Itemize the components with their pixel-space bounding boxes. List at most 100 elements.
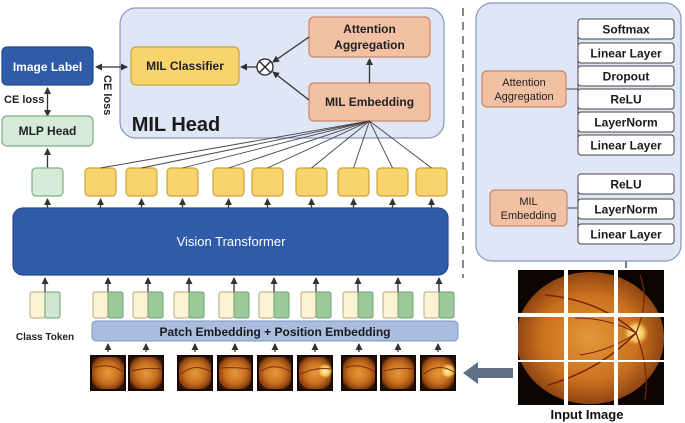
vessel-line — [344, 365, 376, 373]
mlp-head-box — [1, 115, 94, 147]
vessel-line — [423, 367, 455, 375]
attention-layer-label: ReLU — [610, 93, 641, 107]
detail-attention-label-line1: Attention — [502, 77, 545, 89]
position-embedding-token — [423, 291, 440, 319]
position-embedding-token — [382, 291, 399, 319]
vessel-line — [131, 367, 163, 372]
patch-tile-image — [343, 357, 375, 389]
mil-head-title: MIL Head — [132, 114, 221, 136]
input-embedding-tokens — [29, 277, 455, 319]
detail-attention-box — [481, 70, 567, 108]
vessel-line — [547, 332, 637, 386]
patch-embedding-label: Patch Embedding + Position Embedding — [159, 325, 390, 339]
position-embedding-token — [218, 291, 235, 319]
patch-embedding-token — [397, 291, 414, 319]
attention-layer-label: Linear Layer — [590, 139, 662, 153]
patch-output-token — [337, 167, 370, 197]
fundus — [518, 272, 664, 404]
patch-tile-image — [130, 357, 162, 389]
optic-disc — [440, 363, 456, 379]
vessel-line — [544, 294, 637, 334]
patch-tile-image — [259, 357, 291, 389]
detail-embedding-label-line1: MIL — [519, 196, 537, 208]
position-embedding-token — [132, 291, 149, 319]
vessel-line — [383, 367, 415, 372]
position-embedding-token — [92, 291, 109, 319]
attention-layer-label: Linear Layer — [590, 47, 662, 61]
patch-embedding-token — [107, 291, 124, 319]
detail-embedding-label-line2: Embedding — [501, 210, 557, 222]
fan-line — [311, 120, 370, 169]
detail-embedding-box — [489, 189, 568, 227]
token-to-embedding-lines — [100, 120, 432, 169]
vessel-line — [260, 366, 292, 373]
position-embedding-token — [173, 291, 190, 319]
attention-aggregation-label-line1: Attention — [343, 22, 396, 36]
vision-transformer-label: Vision Transformer — [177, 234, 287, 249]
patch-output-token — [212, 167, 245, 197]
attention-layer-label: Dropout — [603, 70, 650, 84]
input-to-patches-arrow — [463, 362, 513, 384]
input-fundus-image — [518, 270, 664, 405]
vessel-line — [579, 332, 637, 356]
image-label-text: Image Label — [13, 60, 82, 74]
vessel-line — [220, 367, 252, 370]
attention-aggregation-label-line2: Aggregation — [334, 38, 405, 52]
input-image-label: Input Image — [551, 407, 624, 422]
fan-line — [267, 120, 370, 169]
fan-line — [369, 120, 432, 169]
patch-image-tiles — [90, 343, 456, 391]
arrow-attention-to-multiply — [272, 36, 310, 63]
vessel-line — [180, 367, 212, 375]
patch-embedding-token — [233, 291, 250, 319]
fan-line — [228, 120, 370, 169]
patch-output-token — [415, 167, 448, 197]
position-embedding-token — [258, 291, 275, 319]
patch-tile-image — [219, 357, 251, 389]
patch-output-token — [166, 167, 199, 197]
patch-output-token — [376, 167, 409, 197]
ce-loss-vertical-label: CE loss — [101, 75, 113, 115]
patch-output-token — [295, 167, 328, 197]
optic-disc — [317, 363, 333, 379]
mil-classifier-label: MIL Classifier — [146, 59, 224, 73]
detail-attention-label-line2: Aggregation — [494, 91, 553, 103]
class-token-output-box — [31, 167, 64, 197]
position-embedding-token — [300, 291, 317, 319]
patch-output-token — [251, 167, 284, 197]
patch-embedding-token — [273, 291, 290, 319]
mil-embedding-label: MIL Embedding — [325, 95, 414, 109]
attention-layer-label: Softmax — [602, 23, 650, 37]
attention-layer-label: LayerNorm — [594, 116, 657, 130]
vessel-line — [635, 332, 647, 401]
fan-line — [141, 120, 370, 169]
mlp-head-label: MLP Head — [19, 124, 77, 138]
patch-tile-image — [92, 357, 124, 389]
mil-classifier-box — [130, 46, 240, 86]
vessel-line — [574, 317, 637, 334]
position-embedding-token — [342, 291, 359, 319]
patch-embedding-token — [315, 291, 332, 319]
patch-output-token — [84, 167, 117, 197]
input-image-grid — [518, 270, 666, 406]
image-label-box — [1, 46, 94, 86]
fan-line — [353, 120, 370, 169]
patch-output-token — [125, 167, 158, 197]
patch-embedding-token — [188, 291, 205, 319]
patch-tile-image — [382, 357, 414, 389]
embedding-layer-label: ReLU — [610, 178, 641, 192]
ce-loss-left-label: CE loss — [4, 94, 44, 106]
vessel-line — [93, 365, 125, 373]
patch-embedding-token — [147, 291, 164, 319]
class-token-green — [44, 291, 61, 319]
arrow-embedding-to-multiply — [272, 71, 310, 101]
vision-transformer-box — [12, 207, 449, 276]
patch-embedding-bar — [91, 320, 459, 342]
embedding-layer-label: LayerNorm — [594, 203, 657, 217]
embedding-layer-label: Linear Layer — [590, 228, 662, 242]
vessel-line — [300, 368, 332, 375]
fan-line — [182, 120, 370, 169]
